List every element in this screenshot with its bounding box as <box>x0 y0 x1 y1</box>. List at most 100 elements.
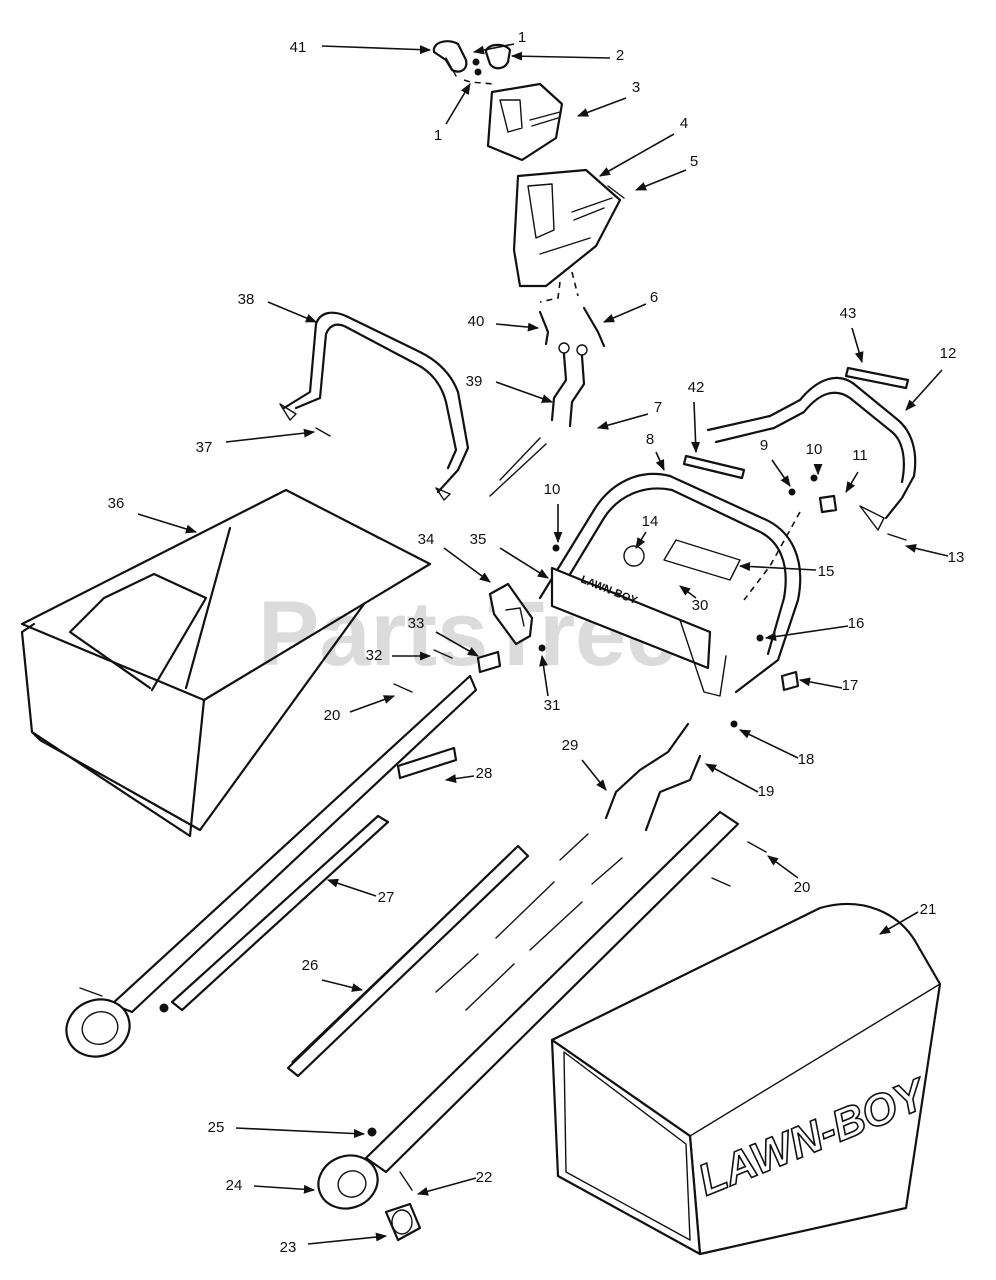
callout-leader-43 <box>851 327 864 364</box>
callout-leader-21 <box>879 911 919 935</box>
left-tube-27 <box>65 674 478 1058</box>
decal-42 <box>682 454 746 480</box>
callout-label-5: 5 <box>690 153 698 170</box>
strip-28 <box>396 746 458 780</box>
bolt-20-left <box>393 683 413 693</box>
pin-1-lower <box>474 68 482 76</box>
right-handle-12 <box>706 376 917 531</box>
callout-label-10: 10 <box>544 481 561 498</box>
callout-label-20: 20 <box>794 879 811 896</box>
channel-26 <box>286 844 530 1078</box>
callout-leader-15 <box>738 562 817 572</box>
nut-10-left <box>552 544 560 552</box>
callout-label-30: 30 <box>692 597 709 614</box>
control-handle-41 <box>432 40 468 77</box>
bracket-6 <box>582 306 606 348</box>
callout-label-13: 13 <box>948 549 965 566</box>
callout-leader-20 <box>767 855 799 879</box>
pulley-14 <box>623 545 645 567</box>
control-panel-3 <box>486 82 564 162</box>
screw-18 <box>730 720 738 728</box>
callout-leader-25 <box>235 1127 366 1139</box>
callout-leader-8 <box>655 451 665 472</box>
upper-handle-38 <box>279 311 470 501</box>
callout-label-6: 6 <box>650 289 658 306</box>
callout-leader-36 <box>137 513 198 534</box>
nut-31 <box>538 644 546 652</box>
callout-label-36: 36 <box>108 495 125 512</box>
callout-leader-18 <box>738 729 799 759</box>
bolt-20-right-b <box>711 877 731 887</box>
callout-leader-16 <box>764 625 849 641</box>
callout-label-31: 31 <box>544 697 561 714</box>
callout-label-1: 1 <box>434 127 442 144</box>
callout-leader-9 <box>771 459 791 487</box>
callout-label-8: 8 <box>646 431 654 448</box>
callout-label-34: 34 <box>418 531 435 548</box>
assembly-guide-top <box>463 79 495 85</box>
callout-leader-26 <box>321 979 364 992</box>
callout-label-9: 9 <box>760 437 768 454</box>
callout-label-29: 29 <box>562 737 579 754</box>
nut-25 <box>367 1127 377 1137</box>
mount-bracket-34 <box>488 582 534 646</box>
bracket-40 <box>538 310 550 346</box>
callout-label-7: 7 <box>654 399 662 416</box>
callout-label-12: 12 <box>940 345 957 362</box>
callout-leader-23 <box>307 1232 388 1245</box>
control-cable-7 <box>489 344 588 497</box>
callout-leader-35 <box>499 547 549 579</box>
callout-label-16: 16 <box>848 615 865 632</box>
bolt-32 <box>433 649 453 659</box>
callout-leader-38 <box>267 301 318 323</box>
callout-label-21: 21 <box>920 901 937 918</box>
callout-leader-33 <box>435 631 479 657</box>
screw-9 <box>788 488 796 496</box>
cable-29 <box>435 722 690 993</box>
callout-leader-42 <box>691 401 701 454</box>
callout-leader-31 <box>539 654 549 697</box>
callout-leader-27 <box>326 878 377 897</box>
callout-label-28: 28 <box>476 765 493 782</box>
callout-leader-2 <box>510 51 611 61</box>
bolt-22 <box>399 1171 413 1191</box>
callout-leader-5 <box>634 169 687 191</box>
callout-leader-1 <box>445 83 471 125</box>
callout-leader-17 <box>798 677 843 689</box>
nut-10-right <box>810 474 818 482</box>
callout-leader-28 <box>444 774 475 784</box>
callout-leader-11 <box>845 471 859 493</box>
assembly-guide-mid <box>539 271 579 303</box>
assembly-guide-right <box>743 511 801 601</box>
control-cable-39 <box>499 342 570 481</box>
callout-label-32: 32 <box>366 647 383 664</box>
callout-label-24: 24 <box>226 1177 243 1194</box>
callout-label-26: 26 <box>302 957 319 974</box>
control-handle-2 <box>484 43 512 70</box>
callout-label-11: 11 <box>852 447 868 464</box>
callout-label-14: 14 <box>642 513 659 530</box>
clip-17 <box>780 670 800 692</box>
callout-label-15: 15 <box>818 563 835 580</box>
callout-leader-20 <box>349 695 396 713</box>
callout-label-41: 41 <box>290 39 307 56</box>
callout-leader-39 <box>495 381 554 403</box>
screw-37 <box>315 427 331 437</box>
knob-11 <box>818 494 838 514</box>
callout-label-19: 19 <box>758 783 775 800</box>
callout-leader-14 <box>635 531 647 549</box>
callout-leader-24 <box>253 1184 316 1194</box>
plate-33 <box>476 650 502 674</box>
callout-label-40: 40 <box>468 313 485 330</box>
callout-leader-40 <box>495 322 540 332</box>
control-housing-4 <box>512 168 622 288</box>
callout-leader-19 <box>705 763 759 793</box>
callout-label-38: 38 <box>238 291 255 308</box>
grass-bag-21: LAWN-BOY <box>550 902 942 1256</box>
callout-leader-34 <box>443 547 491 583</box>
callout-label-33: 33 <box>408 615 425 632</box>
right-tube <box>317 810 740 1210</box>
callout-leader-13 <box>904 543 949 557</box>
